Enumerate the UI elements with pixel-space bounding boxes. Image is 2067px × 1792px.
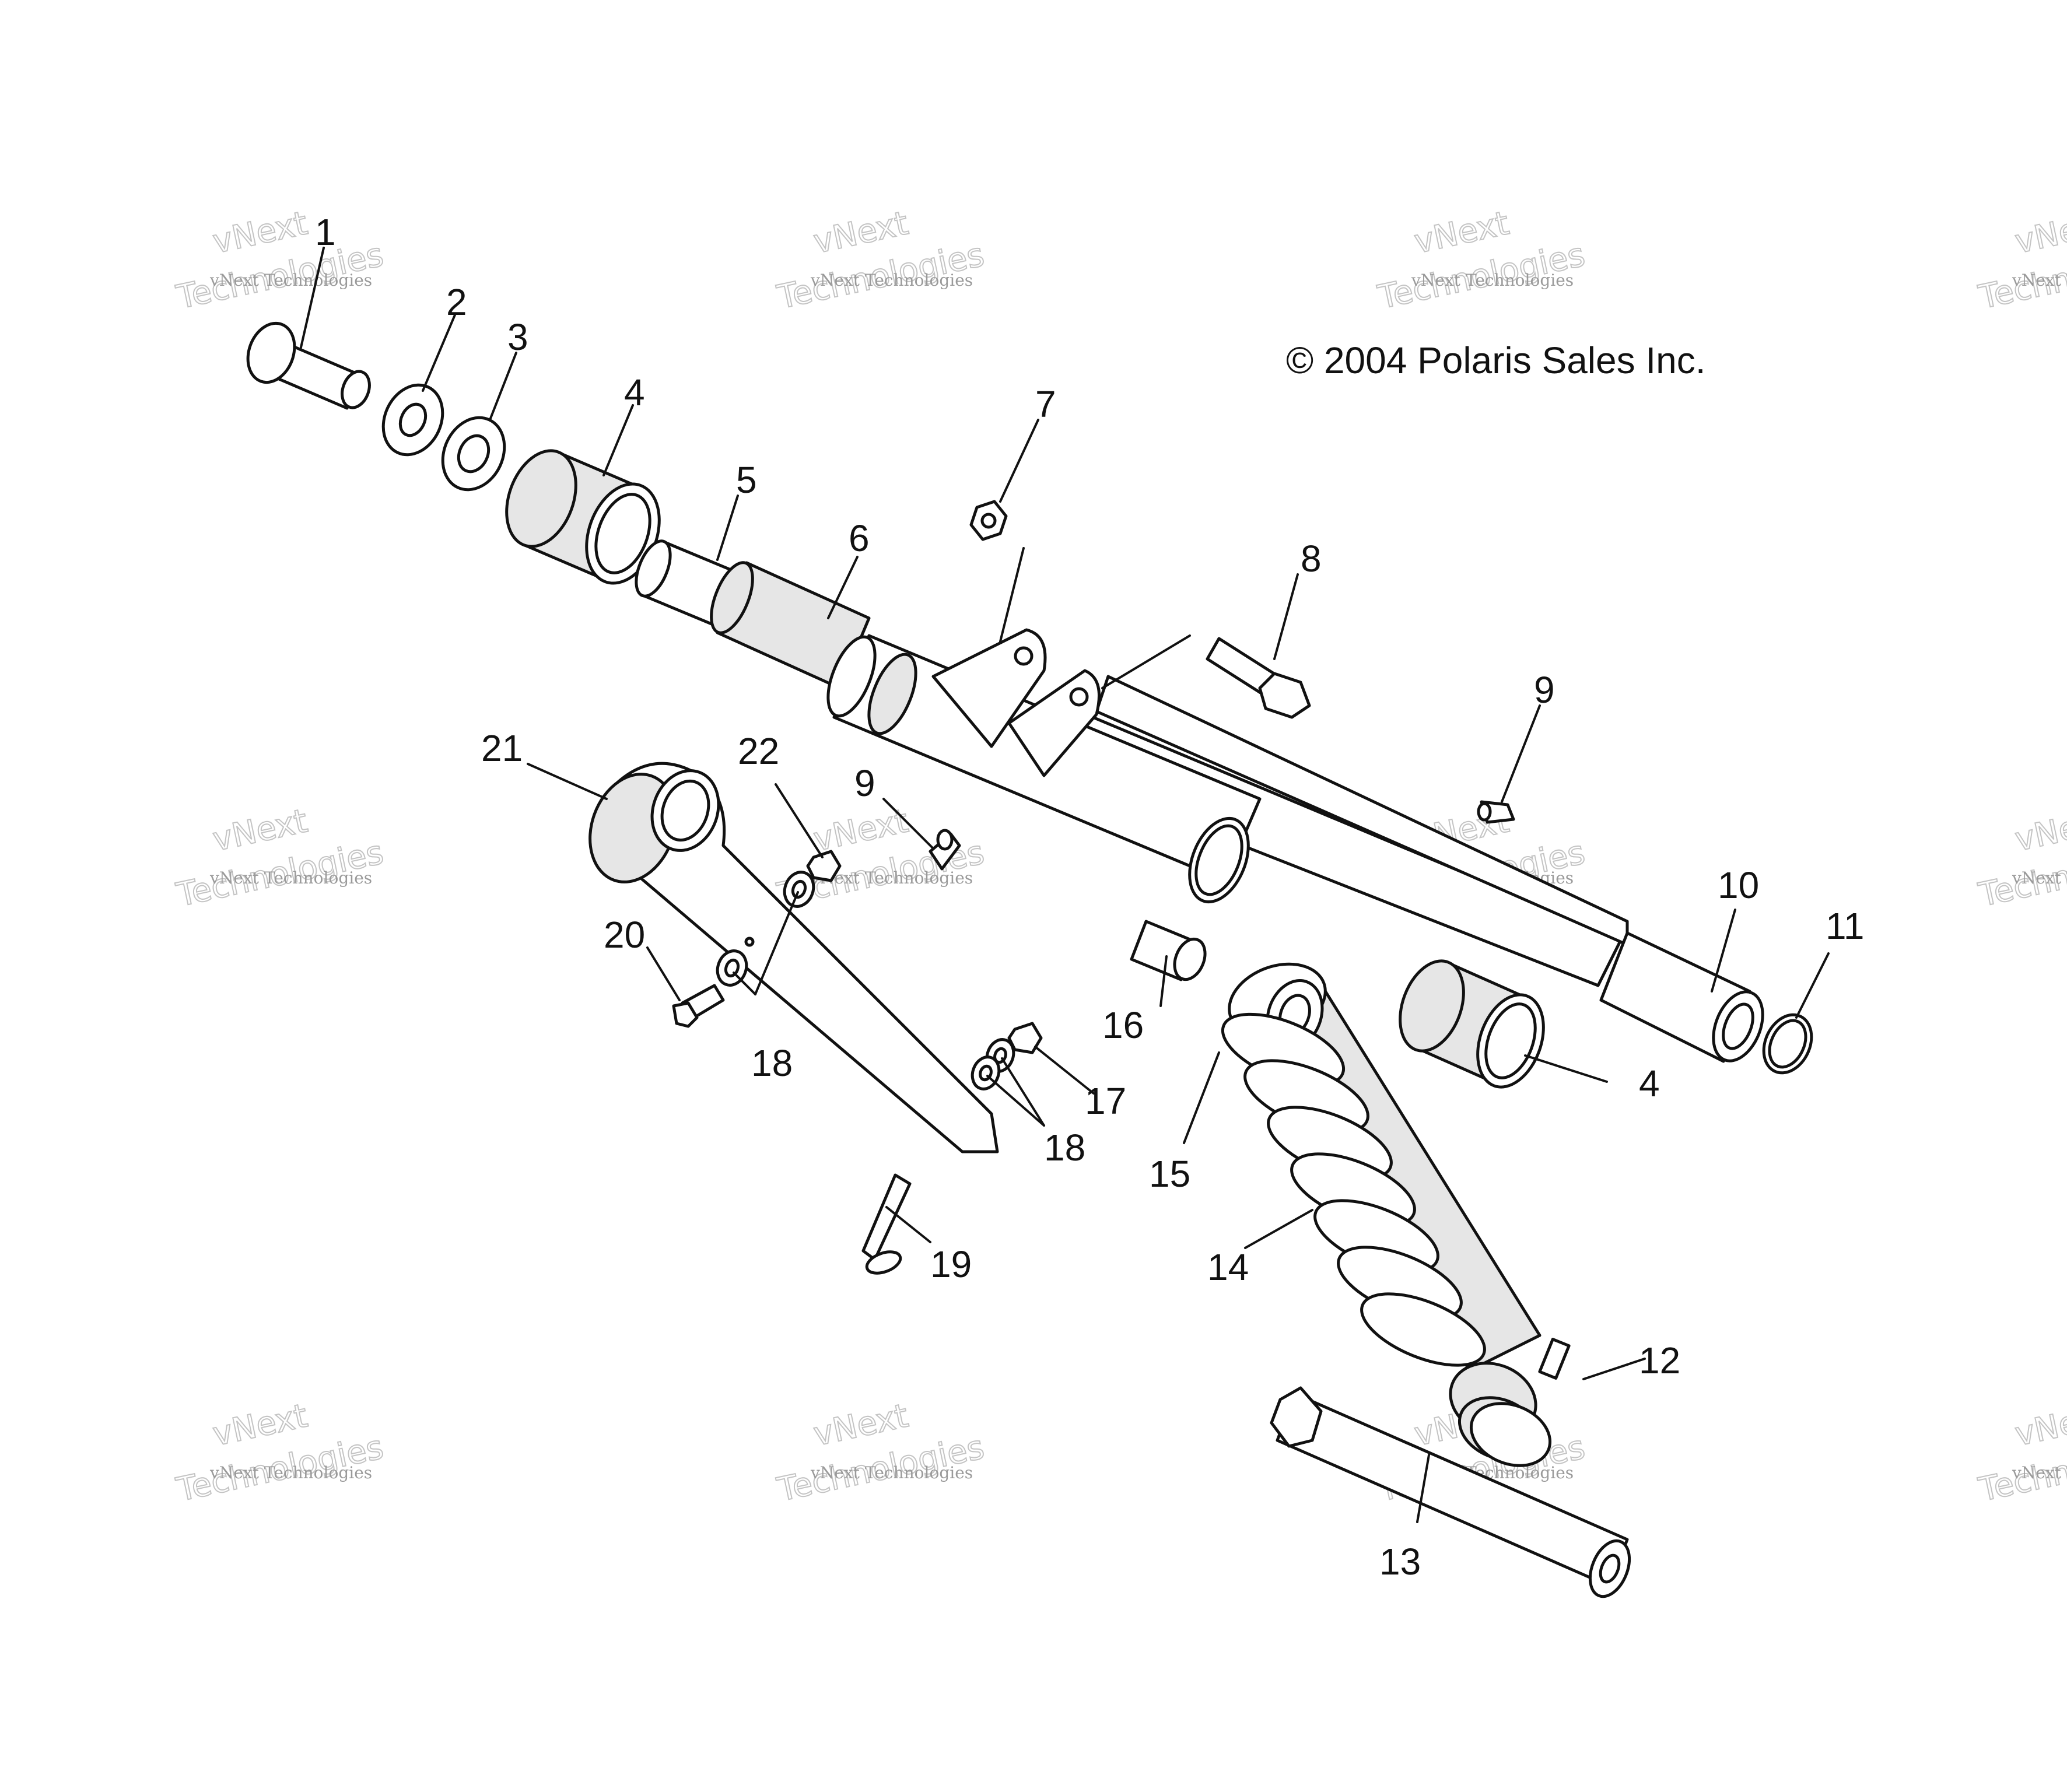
part-21-link-arm: [588, 762, 999, 1153]
callout-20: 20: [604, 914, 645, 956]
callout-18-left: 18: [751, 1042, 793, 1084]
svg-text:vNext Technologies: vNext Technologies: [810, 271, 973, 290]
watermark-row3-col2: vNext Technologies vNext Technologies: [773, 1396, 988, 1510]
part-19-carriage-bolt: [861, 1173, 912, 1275]
svg-text:vNext: vNext: [209, 1397, 311, 1454]
svg-text:vNext Technologies: vNext Technologies: [2012, 1463, 2067, 1482]
svg-text:vNext Technologies: vNext Technologies: [209, 1463, 372, 1482]
svg-text:vNext: vNext: [209, 204, 311, 261]
part-2-washer: [381, 383, 444, 457]
svg-text:vNext: vNext: [2012, 1397, 2067, 1454]
callout-10: 10: [1718, 864, 1759, 906]
callout-3: 3: [507, 316, 528, 358]
svg-text:vNext: vNext: [810, 1397, 912, 1454]
svg-text:vNext Technologies: vNext Technologies: [1411, 271, 1574, 290]
callout-16: 16: [1102, 1004, 1144, 1046]
callout-9-right: 9: [1534, 669, 1555, 711]
callout-1: 1: [315, 211, 336, 253]
swing-arm-assembly: [635, 539, 1764, 1063]
part-17-nut: [1007, 1022, 1043, 1054]
part-4-bushing-bottom: [1399, 959, 1545, 1089]
watermark-row1-col3: vNext Technologies vNext Technologies: [1374, 204, 1589, 317]
part-13-pivot-shaft: [1270, 1386, 1631, 1598]
watermark-row3-col4: vNext Technologies vNext Technologies: [1975, 1396, 2067, 1510]
callouts: 1 2 3 4 5 6 7 8 9 9 10 11 4 16 15 14 12 …: [315, 211, 1864, 1583]
callout-17: 17: [1085, 1080, 1126, 1122]
part-18-washers-right: [971, 1038, 1015, 1090]
part-1-bolt: [246, 321, 371, 410]
part-22-nut: [806, 850, 842, 882]
callout-7: 7: [1035, 383, 1056, 425]
part-9-grease-fitting-left: [929, 829, 961, 871]
callout-13: 13: [1379, 1541, 1421, 1583]
watermarks: vNext Technologies vNext Technologies vN…: [173, 204, 2067, 1510]
callout-8: 8: [1301, 538, 1322, 580]
watermark-row2-col1: vNext Technologies vNext Technologies: [173, 801, 387, 915]
callout-15: 15: [1149, 1153, 1190, 1195]
svg-text:vNext: vNext: [810, 204, 912, 261]
callout-9-left: 9: [854, 762, 875, 804]
leader-lines: [299, 247, 1830, 1523]
svg-text:vNext: vNext: [209, 802, 311, 859]
part-3-washer: [441, 416, 506, 492]
callout-4-bottom: 4: [1639, 1062, 1660, 1104]
callout-18-right: 18: [1044, 1127, 1085, 1169]
svg-text:vNext Technologies: vNext Technologies: [810, 1463, 973, 1482]
callout-6: 6: [849, 517, 870, 559]
part-18-washers-left: [716, 871, 815, 987]
watermark-row3-col1: vNext Technologies vNext Technologies: [173, 1396, 387, 1510]
part-11-ring: [1762, 1013, 1813, 1075]
callout-4-top: 4: [624, 371, 645, 413]
part-16-spacer: [1130, 920, 1207, 981]
svg-text:vNext: vNext: [2012, 802, 2067, 859]
watermark-row1-col2: vNext Technologies vNext Technologies: [773, 204, 988, 317]
svg-text:vNext Technologies: vNext Technologies: [2012, 868, 2067, 888]
callout-5: 5: [736, 459, 757, 501]
callout-12: 12: [1639, 1339, 1680, 1381]
watermark-row1-col1: vNext Technologies vNext Technologies: [173, 204, 387, 317]
copyright-notice: © 2004 Polaris Sales Inc.: [1286, 339, 1706, 381]
svg-text:vNext: vNext: [1411, 204, 1512, 261]
part-8-bolt: [1206, 637, 1311, 719]
part-12-shock-lower-end: [1469, 1338, 1571, 1467]
part-20-bolt: [672, 984, 725, 1028]
svg-text:vNext Technologies: vNext Technologies: [2012, 271, 2067, 290]
svg-text:vNext Technologies: vNext Technologies: [209, 868, 372, 888]
callout-21: 21: [481, 727, 523, 769]
callout-11: 11: [1826, 905, 1864, 947]
svg-text:vNext: vNext: [2012, 204, 2067, 261]
callout-19: 19: [930, 1243, 972, 1285]
svg-text:vNext Technologies: vNext Technologies: [209, 271, 372, 290]
part-9-grease-fitting-right: [1477, 800, 1515, 824]
callout-2: 2: [446, 281, 467, 323]
callout-22: 22: [738, 730, 779, 772]
watermark-row2-col4: vNext Technologies vNext Technologies: [1975, 801, 2067, 915]
callout-14: 14: [1207, 1246, 1249, 1288]
watermark-row1-col4: vNext Technologies vNext Technologies: [1975, 204, 2067, 317]
part-7-nut: [969, 500, 1008, 541]
